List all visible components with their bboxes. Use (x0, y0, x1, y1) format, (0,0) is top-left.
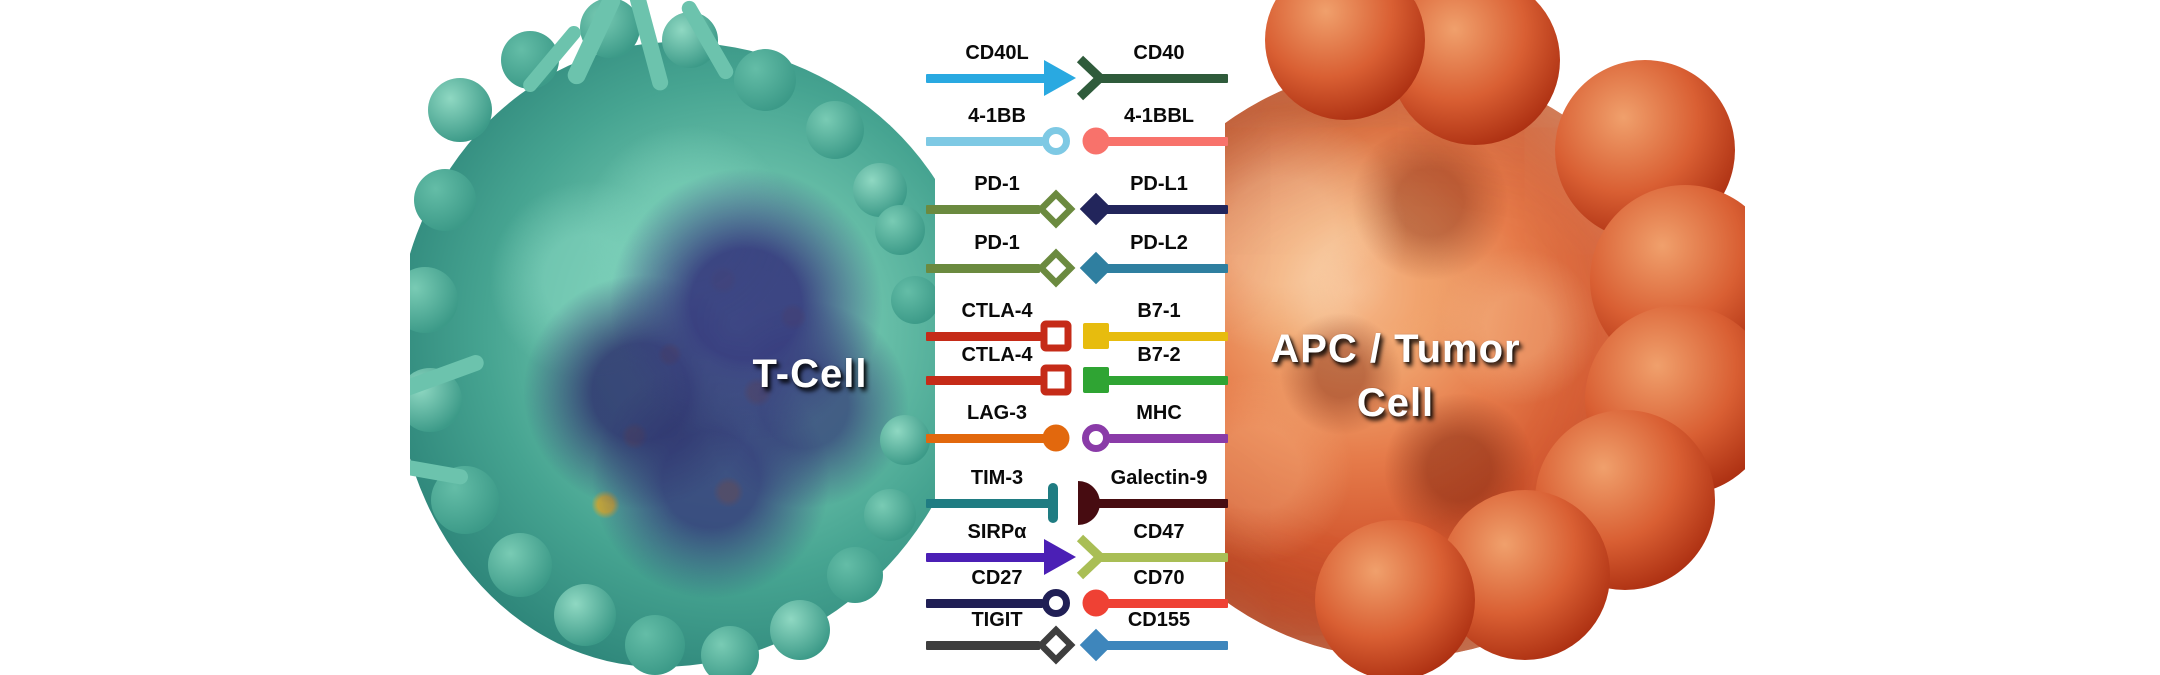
ligand-label: B7-2 (1137, 344, 1181, 366)
t-cell-villus (806, 101, 864, 159)
ligand-line (1098, 553, 1228, 562)
receptor-label: PD-1 (974, 232, 1020, 254)
ligand-label: PD-L1 (1130, 173, 1188, 195)
t-cell-villus (428, 78, 492, 142)
ring-icon (1064, 406, 1128, 470)
receptor-label: LAG-3 (967, 402, 1027, 424)
tumor-cell-image (1225, 0, 1745, 675)
square-open-icon (1024, 304, 1088, 368)
ligand-label: MHC (1136, 402, 1182, 424)
receptor-label: TIGIT (971, 609, 1023, 631)
t-cell-villus (701, 626, 759, 675)
diamond-open-icon (1024, 613, 1088, 675)
receptor-line (926, 205, 1040, 214)
ligand-line (1092, 499, 1228, 508)
t-cell-villus (827, 547, 883, 603)
receptor-label: TIM-3 (970, 467, 1024, 489)
receptor-line (926, 264, 1040, 273)
square-open-icon (1024, 348, 1088, 412)
t-cell-villus (734, 49, 796, 111)
ligand-line (1096, 205, 1228, 214)
ligand-line (1109, 434, 1228, 443)
receptor-label: PD-1 (974, 173, 1020, 195)
diamond-open-icon (1024, 177, 1088, 241)
t-cell-villus (770, 600, 830, 660)
receptor-line (926, 332, 1041, 341)
t-cell-villus (875, 205, 925, 255)
half-disc-icon (1046, 471, 1110, 535)
t-cell-villus (625, 615, 685, 675)
ligand-line (1096, 641, 1228, 650)
tumor-cell-lobe (1315, 520, 1475, 675)
t-cell-villus (880, 415, 930, 465)
receptor-line (926, 599, 1043, 608)
ligand-line (1098, 74, 1228, 83)
t-bar-icon (1021, 471, 1085, 535)
apc-tumor-cell-label-line1: APC / Tumor (1270, 327, 1521, 371)
receptor-line (926, 553, 1046, 562)
receptor-label: 4-1BB (968, 105, 1026, 127)
receptor-label: SIRPα (967, 521, 1027, 543)
t-cell-villus (554, 584, 616, 646)
ligand-line (1096, 264, 1228, 273)
t-cell-villus (414, 169, 476, 231)
ring-icon (1024, 571, 1088, 635)
receptor-line (926, 376, 1041, 385)
ligand-line (1096, 376, 1228, 385)
ligand-line (1096, 137, 1228, 146)
t-cell-villus (864, 489, 916, 541)
apc-tumor-cell-label: APC / Tumor Cell (1228, 322, 1563, 430)
t-cell-label: T-Cell (752, 352, 868, 396)
circle-icon (1024, 406, 1088, 470)
arrow-right-icon (1028, 46, 1092, 110)
ligand-line (1096, 332, 1228, 341)
t-cell-image (410, 0, 935, 675)
receptor-line (926, 499, 1049, 508)
receptor-label: CTLA-4 (961, 344, 1033, 366)
receptor-line (926, 641, 1040, 650)
ligand-label: Galectin-9 (1110, 467, 1208, 489)
ligand-label: CD70 (1133, 567, 1185, 589)
t-cell-villus (891, 276, 935, 324)
ligand-label: CD47 (1133, 521, 1185, 543)
receptor-line (926, 137, 1043, 146)
ring-icon (1024, 109, 1088, 173)
diamond-open-icon (1024, 236, 1088, 300)
receptor-label: CTLA-4 (961, 300, 1033, 322)
t-cell-villus (488, 533, 552, 597)
ligand-label: CD155 (1127, 609, 1191, 631)
ligand-label: PD-L2 (1130, 232, 1188, 254)
receptor-line (926, 74, 1046, 83)
ligand-label: B7-1 (1137, 300, 1181, 322)
apc-tumor-cell-label-line2: Cell (1356, 381, 1435, 425)
arrow-right-icon (1028, 525, 1092, 589)
receptor-label: CD40L (965, 42, 1029, 64)
ligand-label: CD40 (1133, 42, 1185, 64)
receptor-label: CD27 (971, 567, 1023, 589)
receptor-line (926, 434, 1056, 443)
ligand-line (1096, 599, 1228, 608)
ligand-label: 4-1BBL (1123, 105, 1194, 127)
